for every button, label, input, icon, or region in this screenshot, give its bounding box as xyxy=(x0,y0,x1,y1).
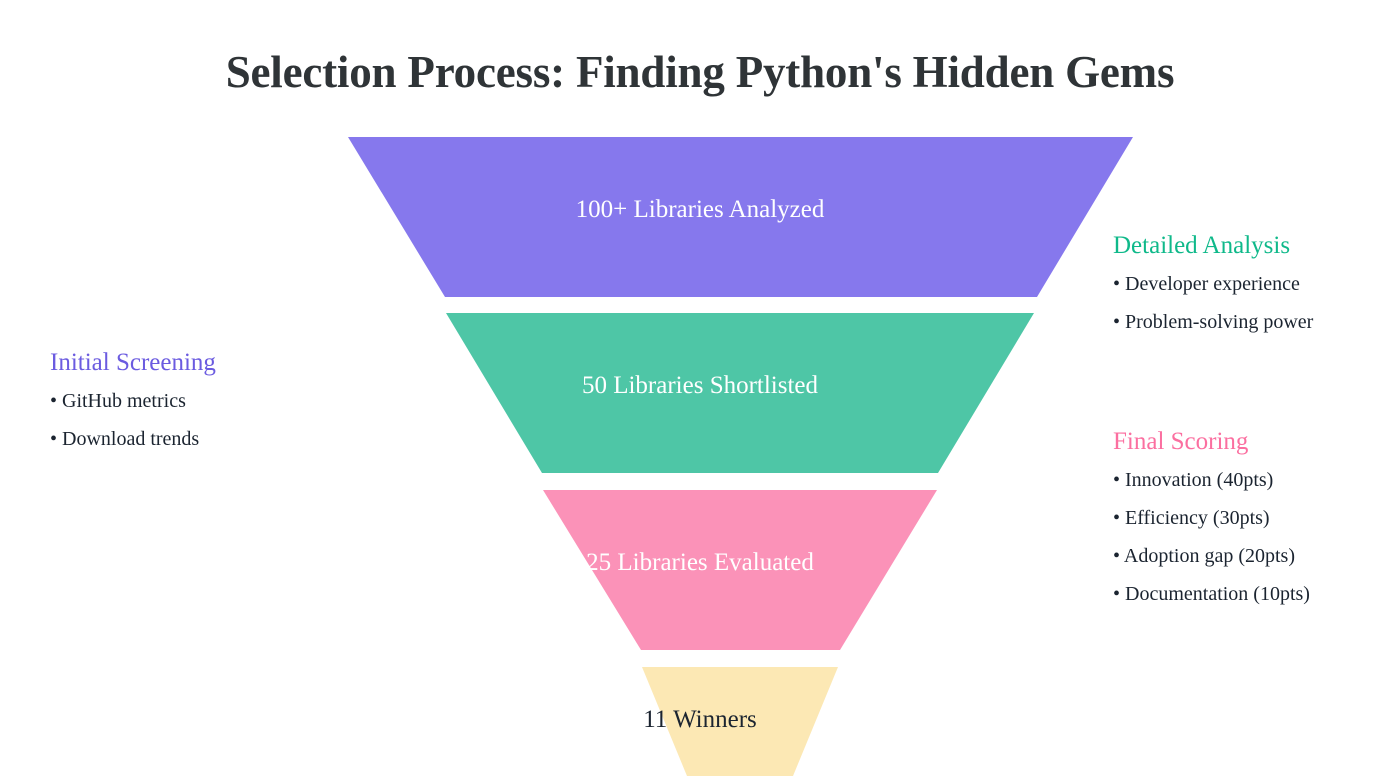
annotation-initial-screening: Initial Screening • GitHub metrics • Dow… xyxy=(50,350,216,449)
annotation-item: • Documentation (10pts) xyxy=(1113,583,1310,605)
annotation-item: • GitHub metrics xyxy=(50,390,186,412)
annotation-heading: Final Scoring xyxy=(1113,428,1249,455)
annotation-item: • Adoption gap (20pts) xyxy=(1113,545,1295,567)
annotation-item: • Download trends xyxy=(50,428,200,450)
funnel-segment-4[interactable] xyxy=(642,667,838,776)
annotation-detailed-analysis: Detailed Analysis • Developer experience… xyxy=(1113,233,1313,332)
funnel-segment-2[interactable] xyxy=(446,313,1034,473)
annotation-final-scoring: Final Scoring • Innovation (40pts) • Eff… xyxy=(1113,429,1310,604)
annotation-item: • Problem-solving power xyxy=(1113,311,1314,333)
funnel-segment-3[interactable] xyxy=(543,490,937,650)
annotation-item: • Efficiency (30pts) xyxy=(1113,507,1270,529)
funnel-segment-1[interactable] xyxy=(348,137,1133,297)
annotation-item: • Innovation (40pts) xyxy=(1113,469,1274,491)
annotation-heading: Detailed Analysis xyxy=(1113,232,1291,259)
annotation-item: • Developer experience xyxy=(1113,273,1300,295)
annotation-heading: Initial Screening xyxy=(50,349,216,376)
page-title: Selection Process: Finding Python's Hidd… xyxy=(225,47,1175,98)
